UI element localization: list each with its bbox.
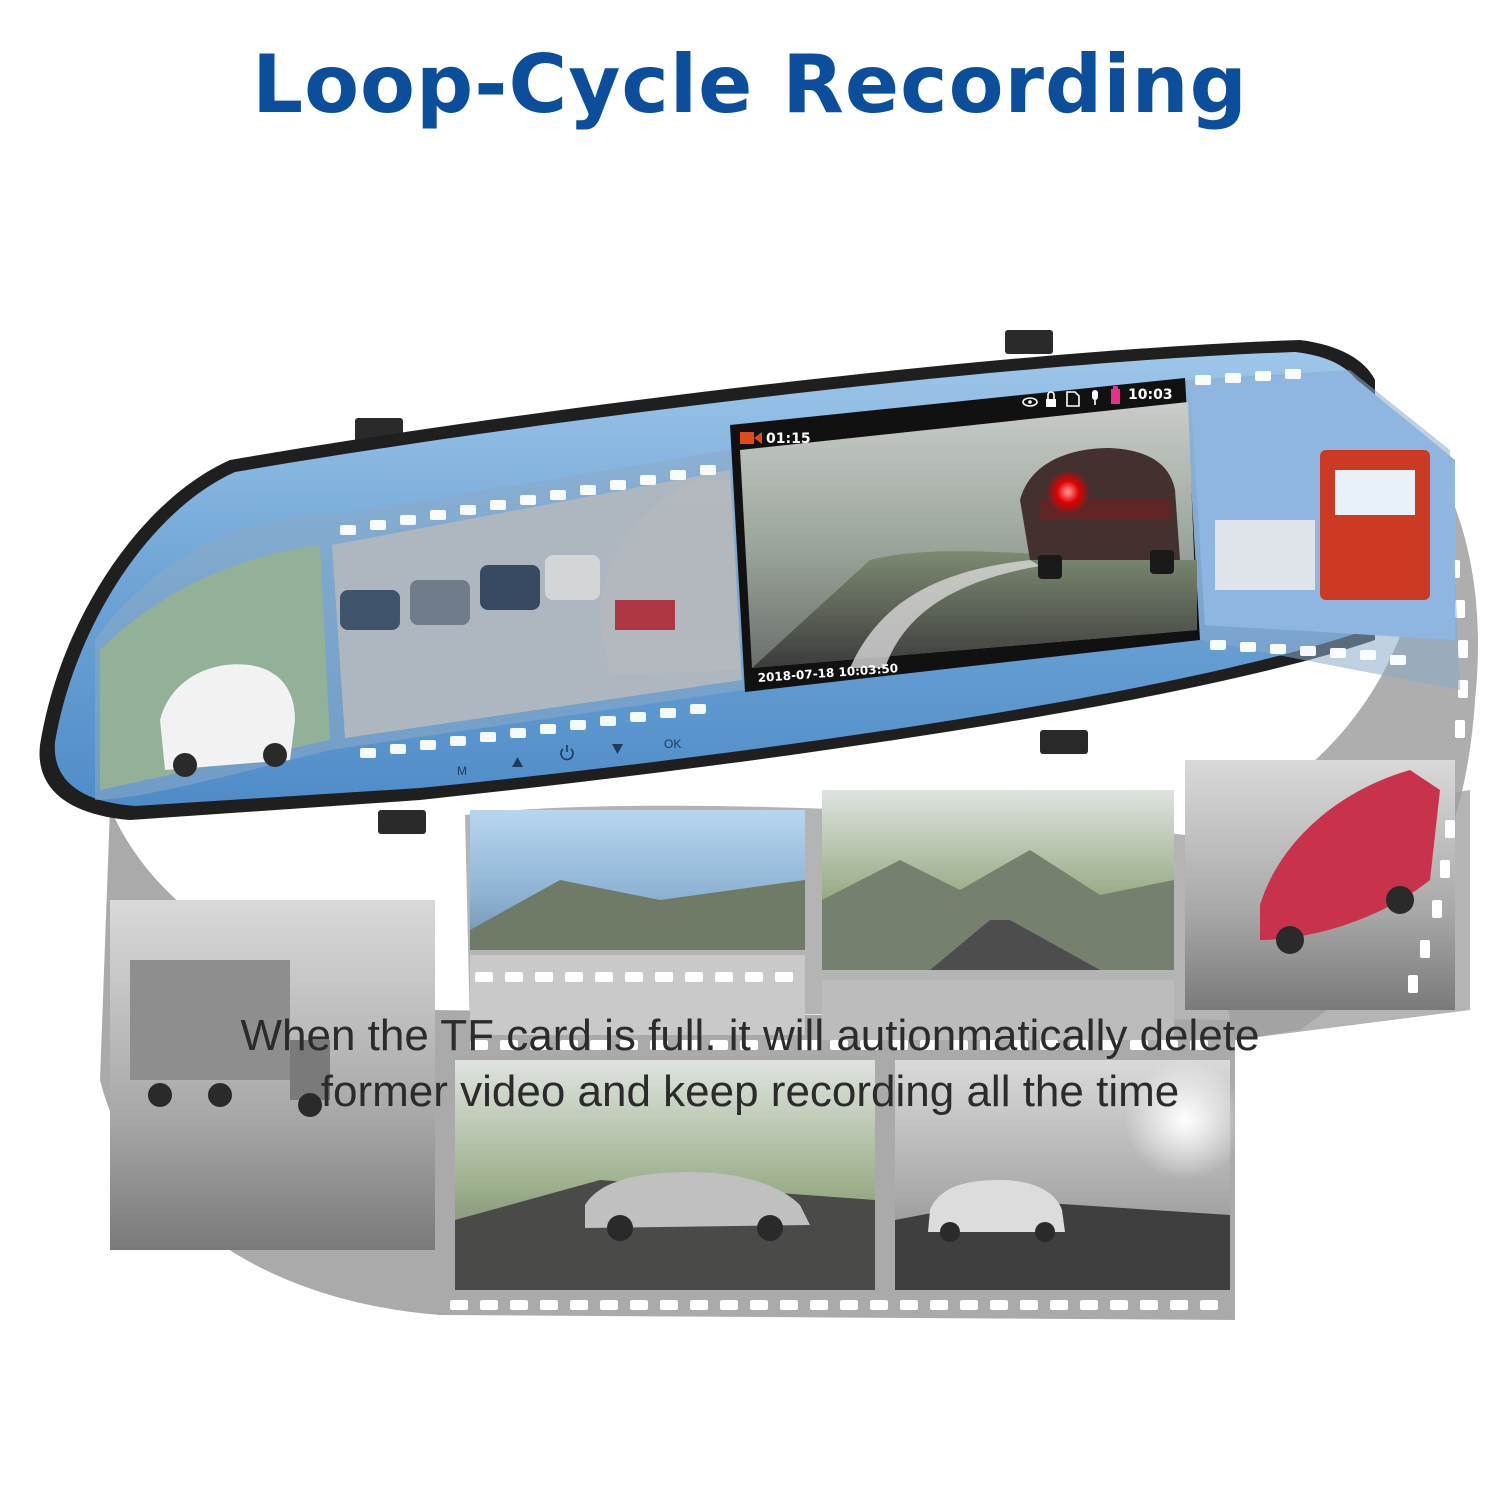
- car-silver: [585, 1172, 810, 1241]
- mirror-clip: [378, 810, 426, 834]
- eye-icon: [1022, 397, 1038, 407]
- film-frame: [470, 955, 805, 1035]
- ok-button[interactable]: OK: [664, 737, 681, 751]
- up-arrow-icon[interactable]: [512, 757, 523, 767]
- menu-button[interactable]: M: [457, 764, 467, 778]
- power-icon[interactable]: [560, 745, 574, 761]
- caption-line-1: When the TF card is full. it will aution…: [240, 1011, 1260, 1060]
- mirror-buttons: M OK: [457, 737, 681, 778]
- record-indicator-icon: [740, 432, 762, 444]
- caption: When the TF card is full. it will aution…: [150, 1008, 1350, 1120]
- truck-red: [1215, 450, 1430, 600]
- truck: [130, 960, 330, 1117]
- film-frame: [822, 980, 1174, 1040]
- caption-line-2: former video and keep recording all the …: [320, 1067, 1180, 1116]
- car-red: [1260, 770, 1440, 954]
- lock-icon: [1046, 391, 1056, 407]
- film-strip-lower: [100, 380, 1479, 1320]
- down-arrow-icon[interactable]: [612, 744, 623, 754]
- battery-icon: [1111, 386, 1120, 404]
- clock: 10:03: [1128, 387, 1173, 403]
- sd-card-icon: [1066, 391, 1080, 407]
- record-time: 01:15: [766, 431, 811, 447]
- car-white: [160, 664, 295, 777]
- microphone-icon: [1092, 390, 1098, 405]
- car-dark-red: [1020, 448, 1180, 579]
- mirror-clip: [1040, 730, 1088, 754]
- lcd-screen: 01:15 10:03 2018-07-18 10:03:50: [730, 378, 1200, 692]
- headline: Loop-Cycle Recording: [252, 38, 1248, 131]
- car-white: [928, 1180, 1065, 1242]
- mirror-clip: [1005, 330, 1053, 354]
